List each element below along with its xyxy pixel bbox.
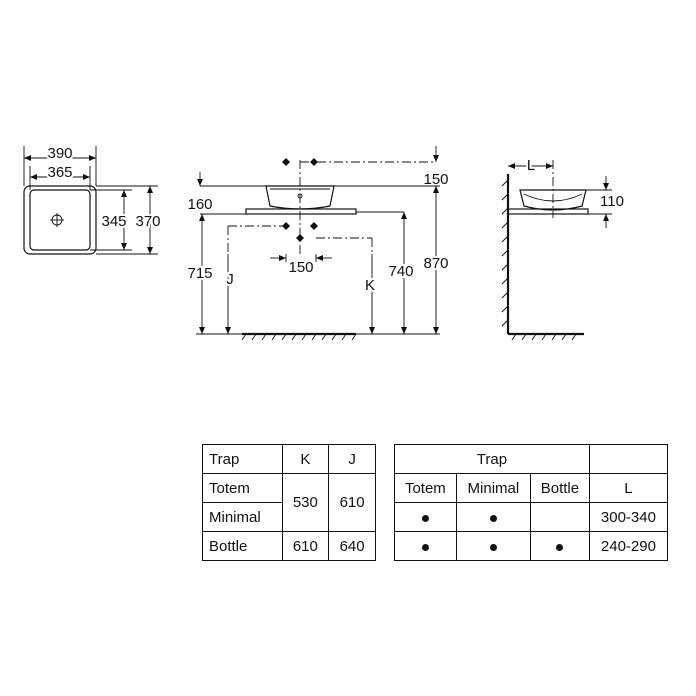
cell-j-bottle: 640 bbox=[328, 531, 376, 561]
countertop bbox=[245, 208, 357, 215]
cell-minimal bbox=[455, 531, 531, 561]
cell-bottle bbox=[529, 531, 590, 561]
header-bottle: Bottle bbox=[529, 473, 590, 503]
row-trap-bottle: Bottle bbox=[202, 531, 283, 561]
header-k: K bbox=[281, 444, 330, 474]
table-row: Bottle 610 640 bbox=[202, 531, 376, 561]
dim-hole-spacing: 150 bbox=[288, 259, 313, 276]
cell-minimal bbox=[455, 502, 531, 532]
cell-k-bottle: 610 bbox=[281, 531, 330, 561]
top-view: 390 365 345 370 bbox=[23, 143, 163, 255]
availability-dot-icon bbox=[421, 543, 429, 551]
cell-j-merged: 610 bbox=[328, 473, 376, 532]
header-minimal: Minimal bbox=[455, 473, 531, 503]
dim-inner-depth: 345 bbox=[101, 213, 126, 230]
cell-totem bbox=[394, 502, 457, 532]
trap-dimension-table: Trap K J Totem 530 610 Minimal Bottle 61… bbox=[202, 444, 376, 561]
table-row: Totem Minimal Bottle L bbox=[394, 473, 669, 503]
dim-basin-top: 870 bbox=[423, 255, 448, 272]
side-basin-profile bbox=[519, 189, 587, 211]
header-trap-group: Trap bbox=[394, 444, 590, 474]
dim-label-j: J bbox=[226, 271, 234, 288]
row-trap-minimal: Minimal bbox=[202, 502, 283, 532]
dim-label-k: K bbox=[365, 277, 375, 294]
drain-icon bbox=[50, 213, 64, 227]
header-j: J bbox=[328, 444, 376, 474]
cell-k-merged: 530 bbox=[281, 473, 330, 532]
table-row: 300-340 bbox=[394, 502, 669, 532]
table-row: Trap bbox=[394, 444, 669, 474]
availability-dot-icon bbox=[421, 514, 429, 522]
dim-outer-width: 390 bbox=[47, 145, 72, 162]
dim-label-l: L bbox=[527, 157, 535, 174]
side-view: L 110 bbox=[501, 155, 626, 341]
front-view: 150 160 150 715 J K 740 870 bbox=[185, 146, 451, 341]
availability-dot-icon bbox=[489, 514, 497, 522]
header-blank bbox=[588, 444, 669, 474]
basin-outline-outer bbox=[23, 185, 97, 255]
basin-outline-inner bbox=[29, 189, 91, 251]
table-row: Totem 530 610 bbox=[202, 473, 376, 532]
pipe-marker-icon bbox=[282, 158, 318, 242]
cell-l: 240-290 bbox=[588, 531, 669, 561]
dim-outer-depth: 370 bbox=[135, 213, 160, 230]
availability-dot-icon bbox=[489, 543, 497, 551]
table-row: Minimal bbox=[202, 502, 376, 532]
header-trap: Trap bbox=[202, 444, 283, 474]
table-row: Trap K J bbox=[202, 444, 376, 474]
dim-counter-height: 715 bbox=[187, 265, 212, 282]
header-totem: Totem bbox=[394, 473, 457, 503]
dim-counter-top: 740 bbox=[388, 263, 413, 280]
header-l: L bbox=[588, 473, 669, 503]
dim-basin-height: 160 bbox=[187, 196, 212, 213]
cell-bottle bbox=[529, 502, 590, 532]
dim-inner-width: 365 bbox=[47, 164, 72, 181]
trap-option-table: Trap Totem Minimal Bottle L 300-340 240-… bbox=[394, 444, 669, 561]
row-trap-totem: Totem bbox=[202, 473, 283, 503]
dim-side-basin-height: 110 bbox=[600, 193, 624, 210]
availability-dot-icon bbox=[556, 543, 564, 551]
technical-drawing: 390 365 345 370 bbox=[23, 143, 626, 341]
table-row: 240-290 bbox=[394, 531, 669, 561]
cell-l: 300-340 bbox=[588, 502, 669, 532]
dim-trap-offset-top: 150 bbox=[423, 171, 448, 188]
cell-totem bbox=[394, 531, 457, 561]
